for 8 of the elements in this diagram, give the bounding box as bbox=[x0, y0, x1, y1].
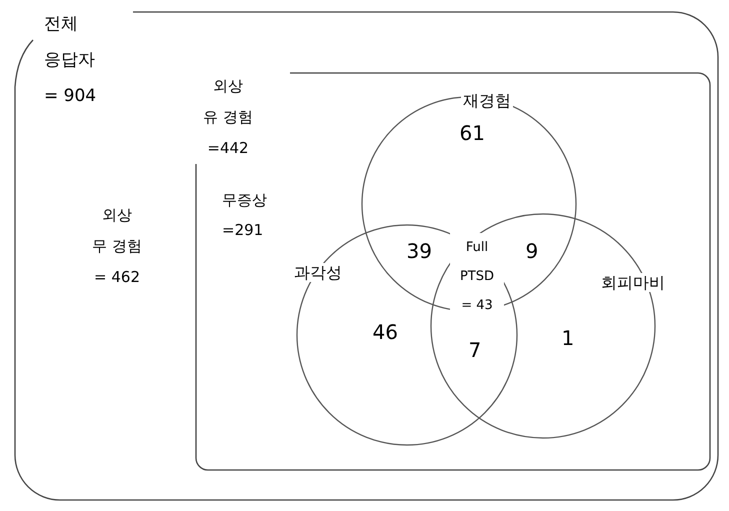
count-label: 61 bbox=[460, 121, 485, 145]
count-label: 46 bbox=[372, 320, 398, 344]
count-label: 7 bbox=[468, 338, 482, 362]
group-label: 무증상 =291 bbox=[222, 190, 268, 241]
count-label: 39 bbox=[406, 239, 432, 263]
group-label: 외상 무 경험 = 462 bbox=[91, 205, 143, 288]
count-label: 1 bbox=[562, 326, 574, 350]
count-label: 9 bbox=[526, 239, 538, 263]
